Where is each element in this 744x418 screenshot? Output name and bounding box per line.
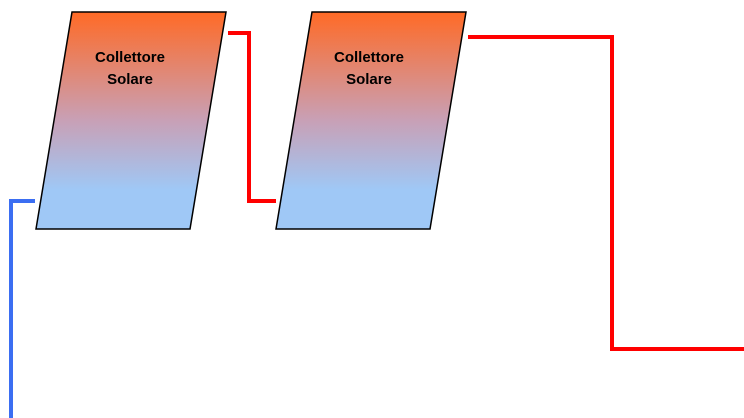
collector-label-line1: Collettore — [334, 49, 404, 66]
collector-label-line2: Solare — [107, 71, 153, 88]
connection-pipe — [228, 31, 276, 203]
cold-inlet-pipe — [9, 199, 35, 418]
solar-collector-1: Collettore Solare — [35, 11, 227, 230]
collector-panel — [275, 11, 467, 230]
collector-label-line2: Solare — [346, 71, 392, 88]
hot-outlet-pipe — [468, 35, 744, 351]
collector-label-line1: Collettore — [95, 49, 165, 66]
collector-panel — [35, 11, 227, 230]
solar-collector-2: Collettore Solare — [275, 11, 467, 230]
